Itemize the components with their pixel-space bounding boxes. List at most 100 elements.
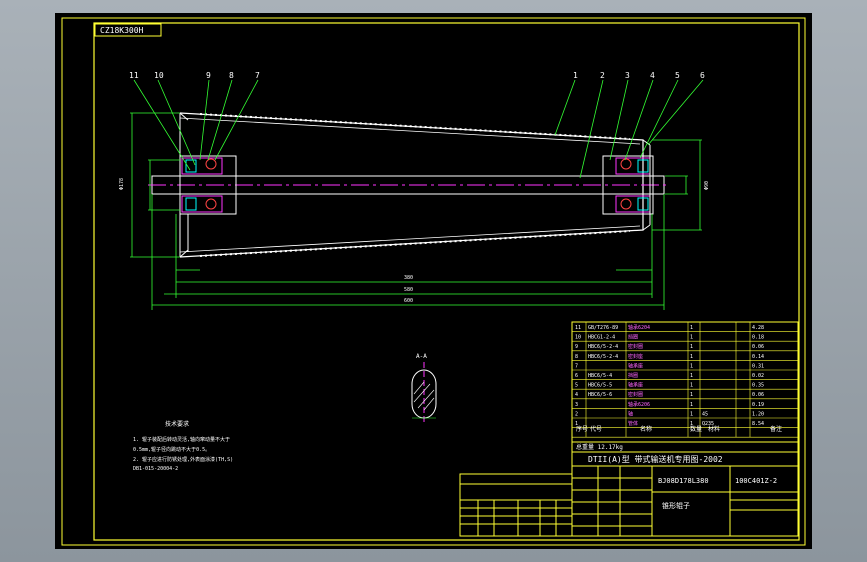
callout-4: 4	[650, 71, 655, 80]
dim-600: 600	[404, 298, 413, 304]
parts-cell: 45	[702, 411, 708, 417]
parts-cell: 轴承座	[628, 362, 643, 369]
inner-border	[93, 22, 800, 541]
dim-diameter-right: Φ90	[704, 181, 710, 190]
revision-table	[459, 473, 573, 537]
outer-border	[61, 17, 806, 546]
parts-cell: HBC6/5-5	[588, 383, 612, 389]
callout-7: 7	[255, 71, 260, 80]
parts-cell: 挡圈	[628, 372, 638, 379]
sheet-title: DTII(A)型 带式输送机专用图-2002	[588, 454, 723, 464]
leader-lines	[133, 79, 704, 179]
parts-cell: 0.06	[752, 344, 764, 350]
callout-9: 9	[206, 71, 211, 80]
parts-cell: 11	[575, 325, 581, 331]
dim-diameter: Φ178	[119, 178, 125, 190]
callout-6: 6	[700, 71, 705, 80]
parts-cell: 0.18	[752, 335, 764, 341]
header-remark: 备注	[770, 425, 782, 433]
parts-cell: 轴承6206	[628, 401, 650, 408]
parts-cell: 1	[690, 354, 693, 360]
header-seq: 序号	[576, 425, 588, 433]
notes-heading: 技术要求	[165, 420, 189, 428]
callout-11: 11	[129, 71, 139, 80]
parts-cell: 0.14	[752, 354, 764, 360]
parts-cell: 1	[690, 402, 693, 408]
note-line-1: 1. 辊子装配后转动灵活,轴向窜动量不大于	[133, 436, 230, 443]
technical-notes: 技术要求 1. 辊子装配后转动灵活,轴向窜动量不大于 0.5mm,辊子径向跳动不…	[133, 420, 233, 472]
title-block: 总重量 12.17kg DTII(A)型 带式输送机专用图-2002 BJ08D…	[571, 441, 799, 537]
parts-cell: 2	[575, 411, 578, 417]
parts-cell: 轴	[628, 410, 633, 417]
parts-cell: 密封圈	[628, 343, 643, 350]
note-line-3: 2. 辊子应进行防锈处理,外表面涂漆(TH,S)	[133, 456, 233, 463]
parts-cell: 8	[575, 354, 578, 360]
parts-cell: 1	[690, 344, 693, 350]
parts-cell: 1	[690, 421, 693, 427]
parts-cell: 7	[575, 363, 578, 369]
parts-cell: 4	[575, 392, 578, 398]
parts-cell: 1	[690, 325, 693, 331]
parts-cell: 1	[690, 392, 693, 398]
parts-cell: 0.19	[752, 402, 764, 408]
callout-5: 5	[675, 71, 680, 80]
left-bearing-assembly	[179, 112, 237, 258]
parts-cell: 1	[690, 383, 693, 389]
parts-cell: 密封座	[628, 353, 643, 360]
parts-cell: GB/T276-89	[588, 325, 618, 331]
part-name: 锥形辊子	[662, 501, 690, 510]
dimension-lines	[130, 112, 702, 310]
header-name: 名称	[640, 425, 652, 433]
callouts-left: 11 10 9 8 7	[129, 71, 260, 80]
parts-cell: 1.20	[752, 411, 764, 417]
parts-cell: HBC6/5-2-4	[588, 354, 618, 360]
part-code: BJ08D178L380	[658, 477, 709, 485]
parts-cell: 9	[575, 344, 578, 350]
parts-cell: 6	[575, 373, 578, 379]
section-a-a: A-A	[411, 353, 437, 422]
parts-cell: HBC6/5-4	[588, 373, 612, 379]
parts-cell: 3	[575, 402, 578, 408]
drawing-id-box	[94, 23, 162, 37]
callout-8: 8	[229, 71, 234, 80]
dim-380: 380	[404, 275, 413, 281]
parts-cell: 1	[690, 363, 693, 369]
note-line-4: DB1-015-20004-2	[133, 466, 178, 472]
header-material: 材料	[708, 425, 720, 433]
parts-cell: 0.31	[752, 363, 764, 369]
parts-cell: HBC6/5-2-4	[588, 344, 618, 350]
header-code: 代号	[590, 425, 602, 433]
parts-cell: 1	[690, 373, 693, 379]
parts-cell: 0.02	[752, 373, 764, 379]
parts-cell: 5	[575, 383, 578, 389]
note-line-2: 0.5mm,辊子径向跳动不大于0.5。	[133, 446, 210, 453]
total-mass: 总重量 12.17kg	[576, 443, 623, 451]
parts-cell: 密封圈	[628, 391, 643, 398]
header-qty: 数量	[690, 425, 702, 433]
callout-2: 2	[600, 71, 605, 80]
parts-cell: 轴承座	[628, 382, 643, 389]
parts-cell: 1	[575, 421, 578, 427]
shaft	[148, 175, 668, 195]
parts-cell: HBCG1-2-4	[588, 335, 615, 341]
right-bearing-assembly	[602, 139, 654, 231]
parts-header: 序号 代号 名称 数量 材料 备注	[576, 425, 782, 433]
parts-cell: HBC6/5-6	[588, 392, 612, 398]
callouts-right: 1 2 3 4 5 6	[573, 71, 705, 80]
drawing-number: 100C401Z-2	[735, 477, 777, 485]
parts-cell: 8.54	[752, 421, 764, 427]
parts-cell: 管体	[628, 420, 638, 427]
callout-3: 3	[625, 71, 630, 80]
callout-1: 1	[573, 71, 578, 80]
dim-580: 580	[404, 287, 413, 293]
parts-cell: 1	[690, 335, 693, 341]
sheet-background	[55, 13, 812, 549]
parts-cell: 10	[575, 335, 581, 341]
section-label: A-A	[416, 353, 427, 360]
parts-cell: Q235	[702, 421, 714, 427]
parts-cell: 挡圈	[628, 334, 638, 341]
roller-tube	[179, 112, 644, 258]
